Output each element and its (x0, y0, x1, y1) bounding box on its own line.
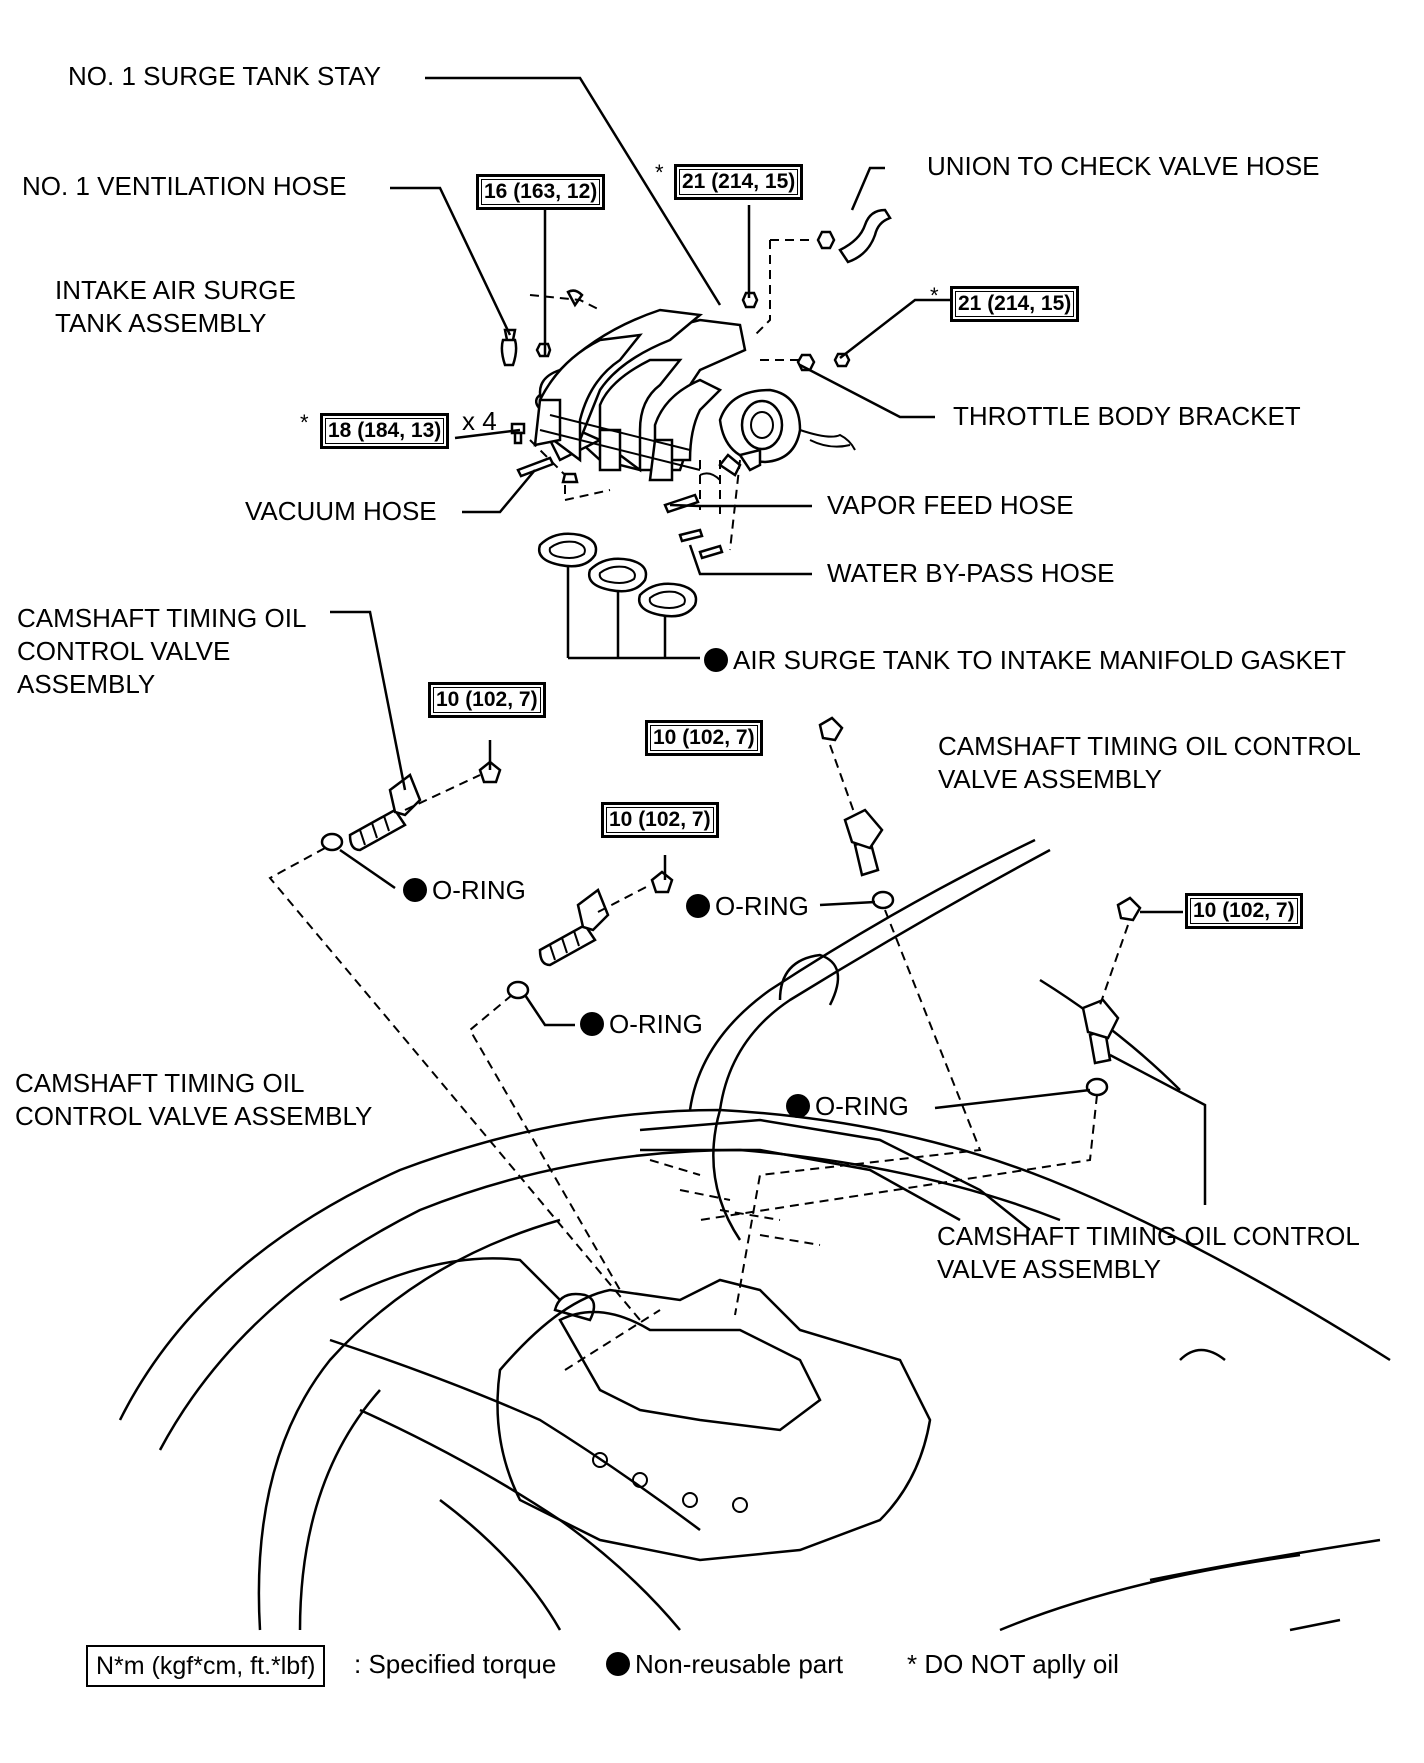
no-oil-marker: * (300, 410, 309, 435)
label-o-ring-1: O-RING (403, 874, 526, 907)
legend-torque-box: N*m (kgf*cm, ft.*lbf) (86, 1645, 326, 1687)
leader-lines (330, 76, 1207, 1205)
label-vacuum-hose: VACUUM HOSE (245, 496, 437, 526)
torque-surge-stay: 21 (214, 15) (674, 164, 804, 200)
non-reusable-dot-icon (704, 648, 728, 672)
label-ocv-right-lower: CAMSHAFT TIMING OIL CONTROL VALVE ASSEMB… (937, 1221, 1360, 1284)
non-reusable-dot-icon (786, 1094, 810, 1118)
non-reusable-dot-icon (686, 894, 710, 918)
label-o-ring-4: O-RING (786, 1090, 909, 1123)
torque-manifold-bolts: 18 (184, 13) (320, 413, 450, 449)
torque-ocv-4: 10 (102, 7) (1185, 893, 1303, 929)
torque-ocv-2: 10 (102, 7) (645, 720, 763, 756)
legend-no-oil: * DO NOT aplly oil (907, 1649, 1119, 1679)
non-reusable-dot-icon (606, 1652, 630, 1676)
label-gasket: AIR SURGE TANK TO INTAKE MANIFOLD GASKET (704, 644, 1346, 677)
legend: N*m (kgf*cm, ft.*lbf) : Specified torque… (0, 1645, 1424, 1705)
torque-ocv-3: 10 (102, 7) (601, 802, 719, 838)
no-oil-marker: * (655, 160, 664, 185)
label-ventilation-hose: NO. 1 VENTILATION HOSE (22, 171, 347, 201)
torque-vent-bolt: 16 (163, 12) (476, 174, 606, 210)
assembly-lines (268, 239, 1129, 1371)
engine-bay-illustration (118, 838, 1391, 1632)
label-x4: x 4 (462, 406, 497, 436)
manifold-fasteners (500, 208, 892, 560)
torque-ocv-1: 10 (102, 7) (428, 682, 546, 718)
label-intake-air-surge-tank: INTAKE AIR SURGE TANK ASSEMBLY (55, 275, 296, 338)
non-reusable-dot-icon (580, 1012, 604, 1036)
intake-manifold-illustration (533, 308, 856, 482)
label-o-ring-3: O-RING (580, 1008, 703, 1041)
label-throttle-body-bracket: THROTTLE BODY BRACKET (953, 401, 1301, 431)
no-oil-marker: * (930, 283, 939, 308)
label-vapor-feed-hose: VAPOR FEED HOSE (827, 490, 1074, 520)
label-water-bypass-hose: WATER BY-PASS HOSE (827, 558, 1115, 588)
label-o-ring-2: O-RING (686, 890, 809, 923)
gasket-illustrations (537, 532, 698, 618)
ocv-illustrations (320, 716, 1142, 1097)
non-reusable-dot-icon (403, 878, 427, 902)
label-ocv-left: CAMSHAFT TIMING OIL CONTROL VALVE ASSEMB… (17, 603, 307, 699)
legend-non-reusable: Non-reusable part (606, 1649, 843, 1680)
label-ocv-right-top: CAMSHAFT TIMING OIL CONTROL VALVE ASSEMB… (938, 731, 1361, 794)
label-surge-tank-stay: NO. 1 SURGE TANK STAY (68, 61, 382, 91)
label-union-check-valve-hose: UNION TO CHECK VALVE HOSE (927, 151, 1320, 181)
legend-torque-text: : Specified torque (354, 1649, 557, 1679)
torque-bracket: 21 (214, 15) (950, 286, 1080, 322)
label-ocv-left-lower: CAMSHAFT TIMING OIL CONTROL VALVE ASSEMB… (15, 1068, 373, 1131)
